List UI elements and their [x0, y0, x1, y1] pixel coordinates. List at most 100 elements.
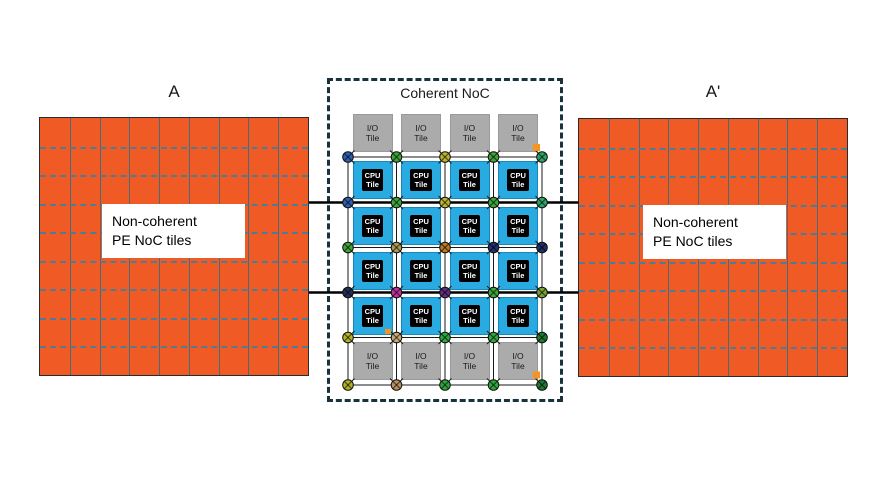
router-node-r3-c2: [439, 286, 451, 299]
router-node-r1-c1: [390, 196, 403, 209]
grid-line-h: [40, 346, 308, 349]
router-node-r1-c2: [439, 196, 451, 209]
grid-line-v: [248, 118, 250, 375]
right-grid-label-line1: Non-coherent: [653, 214, 738, 230]
router-node-r5-c4: [536, 379, 548, 391]
grid-line-h: [579, 347, 847, 350]
coherent-noc-box: [327, 78, 563, 402]
router-node-r5-c3: [487, 379, 500, 391]
right-grid-label: Non-coherent PE NoC tiles: [643, 205, 786, 259]
grid-line-h: [40, 317, 308, 320]
grid-line-v: [638, 119, 640, 376]
left-grid-label-line2: PE NoC tiles: [112, 232, 192, 248]
router-node-r0-c0: [342, 151, 354, 163]
grid-line-h: [40, 146, 308, 149]
router-node-r4-c0: [342, 331, 354, 344]
grid-line-h: [579, 261, 847, 264]
corner-marker: [533, 371, 540, 379]
grid-line-v: [608, 119, 610, 376]
router-node-r4-c3: [487, 331, 500, 344]
left-region-title: A: [168, 82, 180, 101]
router-node-r1-c4: [536, 196, 548, 209]
grid-line-h: [579, 318, 847, 321]
router-node-r3-c1: [390, 286, 403, 299]
router-node-r0-c2: [439, 151, 451, 163]
grid-line-h: [40, 289, 308, 292]
router-node-r5-c2: [439, 379, 451, 391]
router-node-r3-c4: [536, 286, 548, 299]
grid-line-v: [99, 118, 101, 375]
router-node-r0-c3: [487, 151, 500, 163]
router-node-r2-c4: [536, 241, 548, 254]
corner-marker: [533, 144, 540, 151]
router-node-r3-c0: [342, 286, 354, 299]
grid-line-v: [817, 119, 819, 376]
grid-line-v: [278, 118, 280, 375]
router-node-r2-c1: [390, 241, 403, 254]
grid-line-h: [40, 260, 308, 263]
right-region-title: A': [705, 82, 721, 101]
router-node-r2-c3: [487, 241, 500, 254]
grid-line-h: [579, 176, 847, 179]
router-node-r2-c2: [439, 241, 451, 254]
corner-marker: [385, 329, 391, 334]
grid-line-v: [787, 119, 789, 376]
router-node-r2-c0: [342, 241, 354, 254]
router-node-r4-c4: [536, 331, 548, 344]
grid-line-h: [40, 175, 308, 178]
left-grid-label: Non-coherent PE NoC tiles: [102, 204, 245, 258]
coherent-noc-title: Coherent NoC: [400, 85, 490, 101]
grid-line-h: [579, 147, 847, 150]
router-node-r1-c0: [342, 196, 354, 209]
router-node-r5-c0: [342, 379, 354, 391]
router-node-r0-c4: [536, 151, 548, 163]
router-node-r5-c1: [390, 379, 403, 391]
left-grid-label-line1: Non-coherent: [112, 213, 197, 229]
